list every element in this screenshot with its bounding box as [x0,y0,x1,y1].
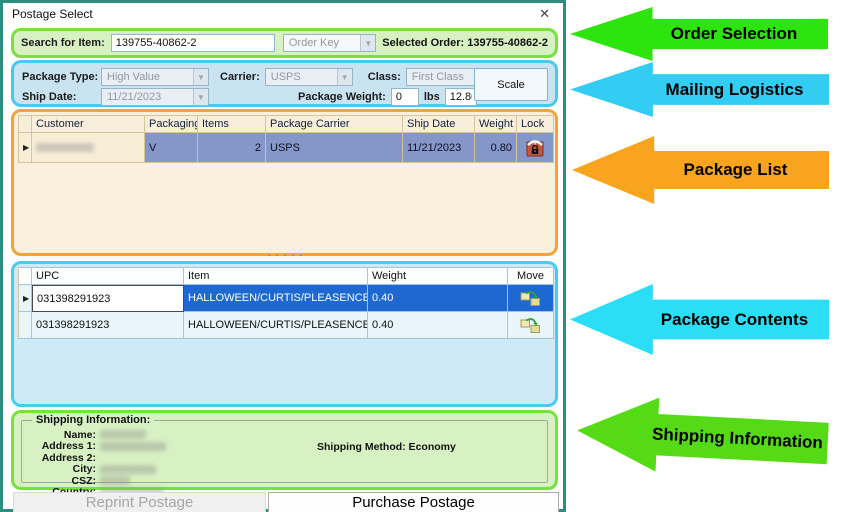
upc-cell: 031398291923 [32,312,184,339]
package-list-header-row: Customer Packaging Items Package Carrier… [18,115,556,133]
packaging-cell: V [145,133,198,163]
carrier-cell: USPS [266,133,403,163]
package-contents-section: UPC Item Weight Move ▶ 031398291923 HALL… [11,261,558,407]
column-header-weight[interactable]: Weight [475,115,517,133]
purchase-postage-button[interactable]: Purchase Postage [268,492,559,512]
city-label: City: [72,463,96,476]
column-header-items[interactable]: Items [198,115,266,133]
row-indicator-cell: ▶ [18,133,32,163]
carrier-value: USPS [270,71,301,83]
header-indicator-cell [18,267,32,285]
csz-label: CSZ: [71,474,97,487]
shipping-information-section: Shipping Information: Name: Address 1: A… [11,410,558,498]
locked-package-icon [526,140,544,157]
annotation-arrow-mailing-logistics: Mailing Logistics [570,62,829,117]
row-indicator-cell [18,312,32,339]
class-value: First Class [411,71,464,83]
titlebar: Postage Select ✕ [3,3,563,25]
window-title: Postage Select [12,7,93,21]
ship-date-cell: 11/21/2023 [403,133,475,163]
chevron-down-icon[interactable]: ▼ [193,89,208,105]
items-cell: 2 [198,133,266,163]
lbs-label: lbs [423,91,440,103]
table-row[interactable]: 031398291923 HALLOWEEN/CURTIS/PLEASENCE@… [18,312,556,339]
column-header-item[interactable]: Item [184,267,368,285]
annotation-arrow-shipping-information: Shipping Information [575,393,830,480]
close-icon[interactable]: ✕ [539,6,550,21]
column-header-lock[interactable]: Lock [517,115,554,133]
move-cell[interactable] [508,285,554,312]
chevron-down-icon[interactable]: ▼ [193,69,208,85]
column-header-weight[interactable]: Weight [368,267,508,285]
move-cell[interactable] [508,312,554,339]
column-header-package-carrier[interactable]: Package Carrier [266,115,403,133]
ship-date-label: Ship Date: [22,91,77,103]
move-item-icon [520,318,540,333]
row-indicator-icon: ▶ [23,143,30,152]
splitter-grip-icon[interactable]: ▪ ▪ ▪ ▪ ▪ [268,253,304,259]
weight-cell: 0.80 [475,133,517,163]
column-header-ship-date[interactable]: Ship Date [403,115,475,133]
shipping-information-groupbox: Shipping Information: Name: Address 1: A… [21,414,548,498]
item-cell: HALLOWEEN/CURTIS/PLEASENCE@4KHD... [184,285,368,312]
package-type-value: High Value [107,71,160,83]
header-indicator-cell [18,115,32,133]
order-key-dropdown[interactable]: Order Key ▼ [282,34,377,52]
order-selection-section: Search for Item: Order Key ▼ Selected Or… [11,28,558,58]
scale-button[interactable]: Scale [474,68,548,101]
carrier-dropdown[interactable]: USPS ▼ [264,68,353,86]
selected-order-label: Selected Order: 139755-40862-2 [382,37,548,49]
table-row[interactable]: ▶ 031398291923 HALLOWEEN/CURTIS/PLEASENC… [18,285,556,312]
package-list-table: Customer Packaging Items Package Carrier… [18,115,556,163]
address1-value-redacted [100,441,166,451]
annotation-arrow-package-list: Package List [572,136,829,204]
search-for-item-label: Search for Item: [21,37,105,49]
ship-date-dropdown[interactable]: 11/21/2023 ▼ [101,88,209,106]
package-contents-table: UPC Item Weight Move ▶ 031398291923 HALL… [18,267,556,339]
column-header-move[interactable]: Move [508,267,554,285]
address1-label: Address 1: [41,440,96,453]
table-row[interactable]: ▶ V 2 USPS 11/21/2023 0.80 [18,133,556,163]
city-value-redacted [100,464,156,474]
package-weight-label: Package Weight: [298,91,386,103]
lock-cell[interactable] [517,133,554,163]
weight-oz-input[interactable] [444,88,477,106]
address2-label: Address 2: [41,451,96,464]
customer-cell-redacted [32,133,145,163]
shipping-method-label: Shipping Method: Economy [317,441,456,453]
upc-cell[interactable]: 031398291923 [32,285,184,312]
move-item-icon [520,291,540,306]
class-label: Class: [367,71,401,83]
order-key-value: Order Key [288,37,340,49]
package-type-dropdown[interactable]: High Value ▼ [101,68,209,86]
package-list-section: Customer Packaging Items Package Carrier… [11,109,558,256]
csz-value-redacted [100,476,130,486]
postage-select-dialog: Postage Select ✕ Search for Item: Order … [0,0,566,512]
item-cell: HALLOWEEN/CURTIS/PLEASENCE@4KHD... [184,312,368,339]
search-item-input[interactable] [110,34,275,52]
chevron-down-icon[interactable]: ▼ [336,69,352,85]
row-indicator-cell: ▶ [18,285,32,312]
weight-cell: 0.40 [368,285,508,312]
column-header-upc[interactable]: UPC [32,267,184,285]
annotation-arrow-order-selection: Order Selection [570,7,828,61]
package-type-label: Package Type: [22,71,99,83]
mailing-logistics-section: Package Type: High Value ▼ Carrier: USPS… [11,60,558,107]
annotation-arrow-package-contents: Package Contents [570,284,829,355]
chevron-down-icon[interactable]: ▼ [360,35,376,51]
weight-cell: 0.40 [368,312,508,339]
row-indicator-icon: ▶ [23,293,30,303]
name-value-redacted [100,430,146,440]
column-header-packaging[interactable]: Packaging [145,115,198,133]
carrier-label: Carrier: [220,71,260,83]
reprint-postage-button[interactable]: Reprint Postage [13,492,266,512]
weight-lbs-input[interactable] [390,88,419,106]
contents-header-row: UPC Item Weight Move [18,267,556,285]
ship-date-value: 11/21/2023 [107,91,162,103]
shipping-information-group-label: Shipping Information: [36,414,151,426]
name-label: Name: [63,428,96,441]
column-header-customer[interactable]: Customer [32,115,145,133]
